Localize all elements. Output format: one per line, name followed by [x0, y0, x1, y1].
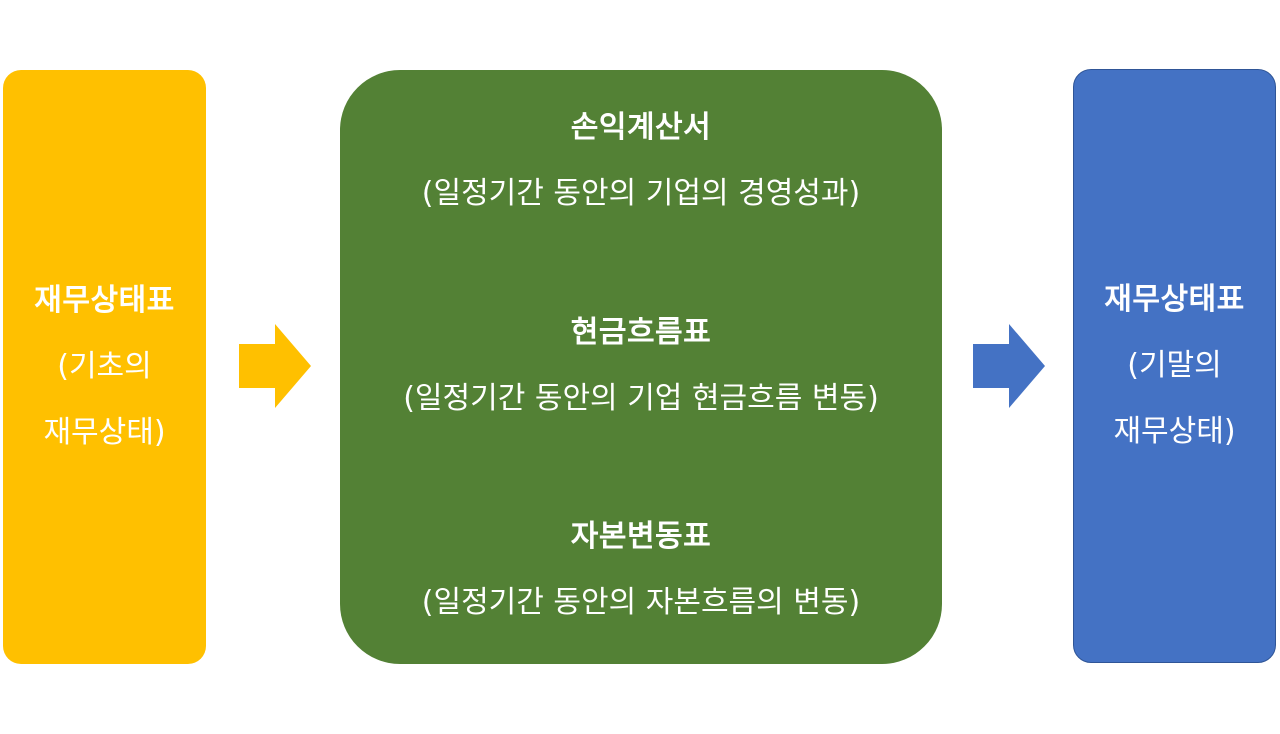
income-statement: 손익계산서 (일정기간 동안의 기업의 경영성과) — [340, 113, 942, 209]
closing-balance-sheet-desc-line1: (기말의 — [1127, 348, 1222, 383]
cash-flow-statement-title: 현금흐름표 — [570, 315, 712, 350]
equity-statement-desc: (일정기간 동안의 자본흐름의 변동) — [421, 585, 861, 620]
equity-statement: 자본변동표 (일정기간 동안의 자본흐름의 변동) — [340, 522, 942, 618]
equity-statement-title: 자본변동표 — [570, 519, 712, 554]
opening-balance-sheet-title: 재무상태표 — [34, 283, 175, 318]
right-arrow-icon — [973, 324, 1045, 408]
income-statement-title: 손익계산서 — [570, 110, 712, 145]
income-statement-desc: (일정기간 동안의 기업의 경영성과) — [421, 176, 861, 211]
opening-balance-sheet-desc-line2: 재무상태) — [43, 415, 166, 450]
closing-balance-sheet-desc-line2: 재무상태) — [1113, 414, 1236, 449]
cash-flow-statement: 현금흐름표 (일정기간 동안의 기업 현금흐름 변동) — [340, 318, 942, 414]
period-statements-box: 손익계산서 (일정기간 동안의 기업의 경영성과) 현금흐름표 (일정기간 동안… — [340, 70, 942, 664]
right-arrow-icon — [239, 324, 311, 408]
cash-flow-statement-desc: (일정기간 동안의 기업 현금흐름 변동) — [403, 381, 879, 416]
opening-balance-sheet-box: 재무상태표 (기초의 재무상태) — [3, 70, 206, 664]
closing-balance-sheet-title: 재무상태표 — [1104, 282, 1245, 317]
closing-balance-sheet-box: 재무상태표 (기말의 재무상태) — [1073, 69, 1276, 663]
opening-balance-sheet-desc-line1: (기초의 — [57, 349, 152, 384]
